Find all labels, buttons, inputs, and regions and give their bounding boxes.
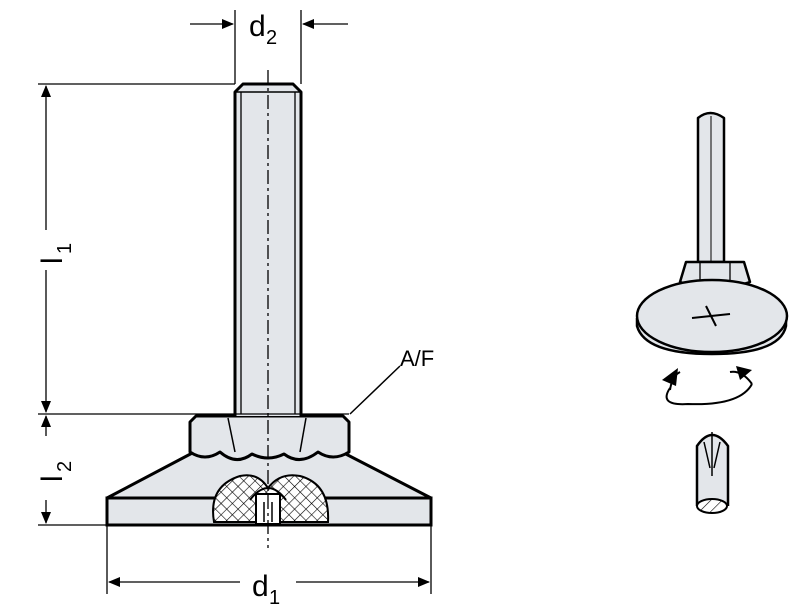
label-l2-sub: 2 (54, 461, 76, 472)
dimension-l1: l 1 (36, 83, 349, 415)
label-l1-main: l (36, 257, 69, 264)
cross-slot-icon (691, 305, 731, 327)
dimension-d1: d 1 (106, 525, 432, 609)
label-d2-main: d (249, 10, 266, 43)
hex-nut (188, 414, 351, 461)
tool-bit-icon (695, 432, 730, 514)
label-af: A/F (400, 346, 434, 371)
label-l2-main: l (36, 475, 69, 482)
levelling-foot-3d-view (635, 111, 789, 514)
label-d2-sub: 2 (266, 27, 277, 49)
label-d1-sub: 1 (269, 587, 280, 609)
callout-af: A/F (349, 346, 434, 415)
dimension-d2: d 2 (190, 10, 348, 84)
levelling-foot-section-view (105, 70, 433, 548)
label-l1-sub: 1 (54, 243, 76, 254)
label-d1-main: d (252, 570, 269, 603)
dimension-l2: l 2 (36, 415, 107, 526)
